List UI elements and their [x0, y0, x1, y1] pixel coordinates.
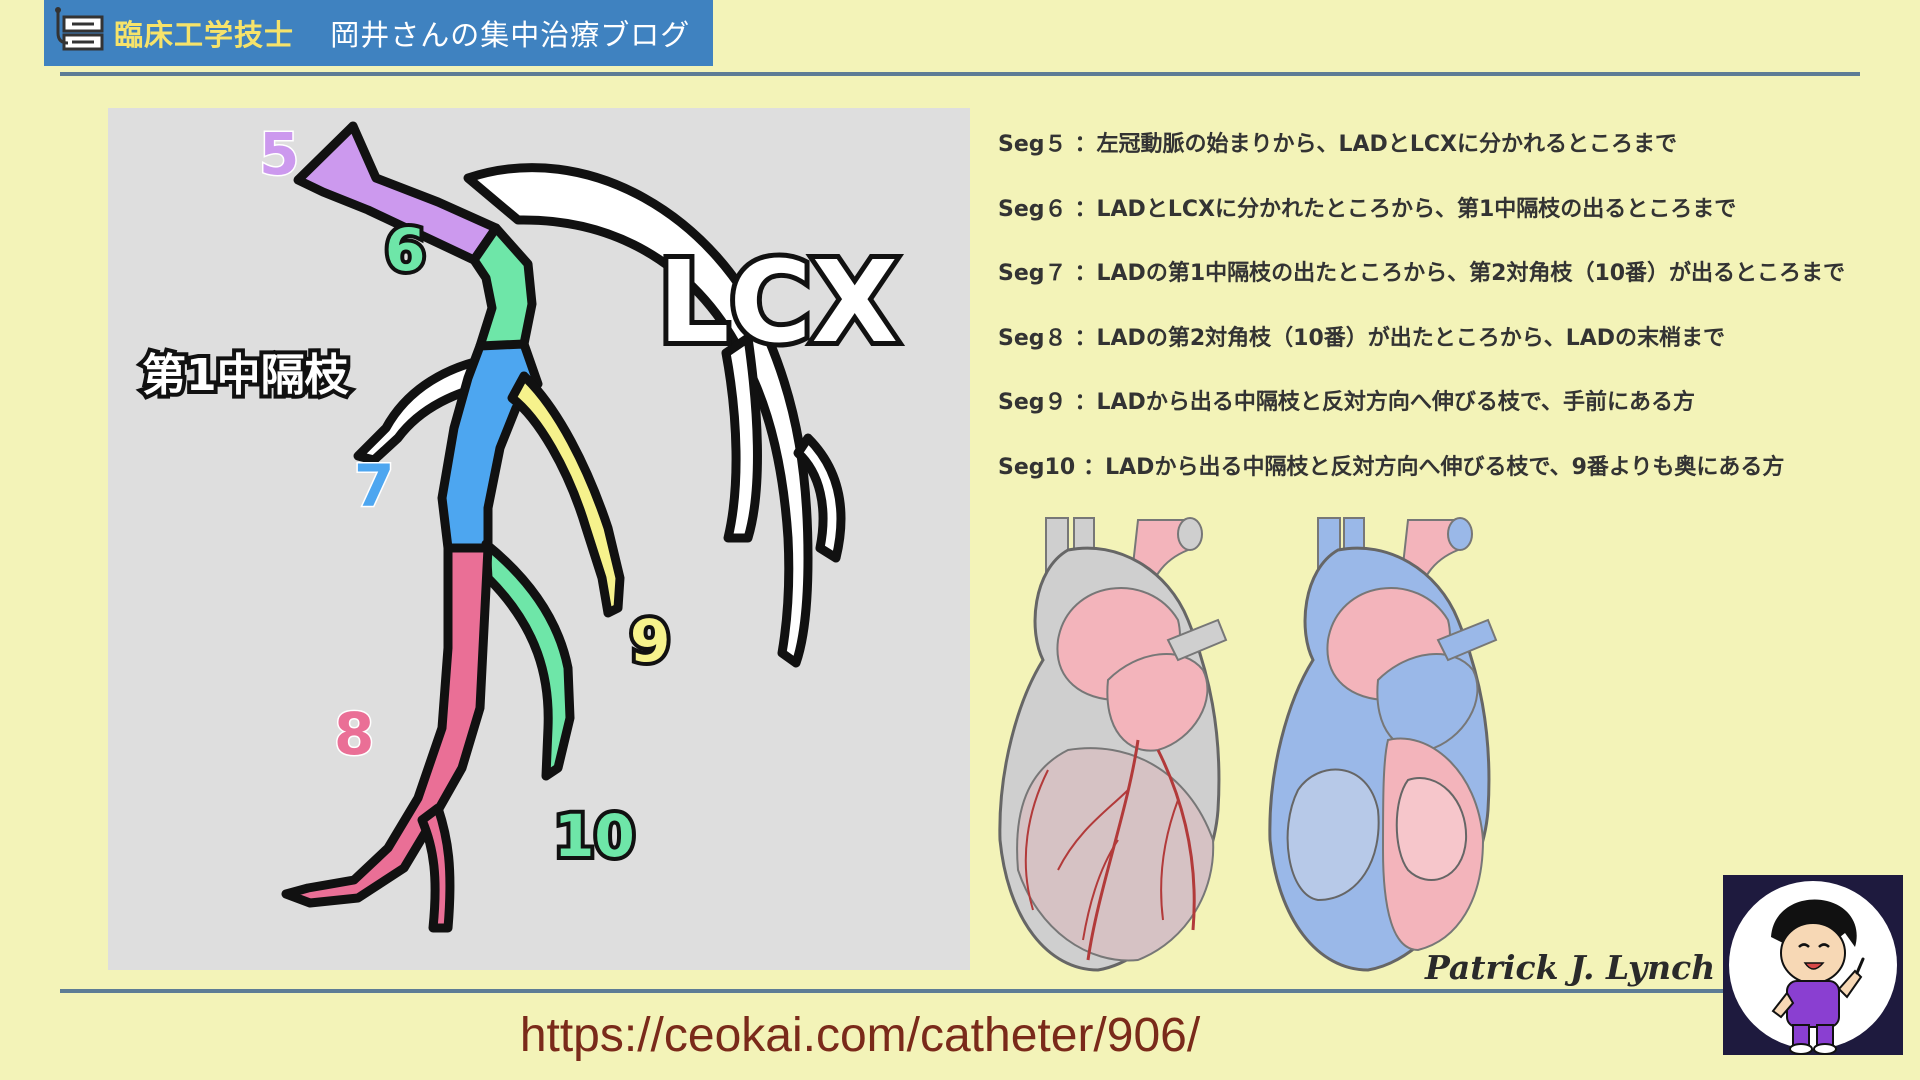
segment-code: Seg10 [998, 454, 1076, 480]
source-url-link[interactable]: https://ceokai.com/catheter/906/ [519, 1009, 1201, 1062]
seg8-vessel [281, 543, 493, 908]
lcx-title: LCX [658, 238, 898, 368]
segment-number-10: 10 [554, 802, 635, 870]
segment-code: Seg８ [998, 325, 1067, 351]
segment-code: Seg９ [998, 390, 1067, 415]
segment-row: Seg９ ：LADから出る中隔枝と反対方向へ伸びる枝で、手前にある方 [998, 384, 1898, 449]
bottom-divider [60, 989, 1860, 993]
first-septal-branch-label: 第1中隔枝 [142, 350, 350, 401]
segment-number-8: 8 [334, 700, 374, 768]
seg10-vessel [481, 539, 575, 781]
segment-code: Seg６ [998, 196, 1067, 222]
segment-number-9: 9 [630, 607, 670, 675]
seg6-vessel [469, 223, 537, 363]
segment-description: ：LADから出る中隔枝と反対方向へ伸びる枝で、9番よりも奥にある方 [1083, 454, 1785, 480]
segment-row: Seg７ ：LADの第1中隔枝の出たところから、第2対角枝（10番）が出るところま… [998, 255, 1898, 320]
heart-illustrations [988, 510, 1518, 984]
banner-title-part1: 臨床工学技士 [114, 18, 295, 52]
segment-code: Seg７ [998, 261, 1067, 286]
segment-number-7: 7 [354, 452, 394, 520]
heart-anterior-illustration [998, 517, 1228, 972]
segment-number-6: 6 [385, 216, 425, 284]
segment-description: ：LADの第1中隔枝の出たところから、第2対角枝（10番）が出るところまで [1074, 261, 1846, 286]
segment-row: Seg10 ：LADから出る中隔枝と反対方向へ伸びる枝で、9番よりも奥にある方 [998, 449, 1898, 514]
illustration-credit: Patrick J. Lynch [1425, 948, 1716, 987]
segment-row: Seg５ ：左冠動脈の始まりから、LADとLCXに分かれるところまで [998, 126, 1898, 191]
banner-title-part2: 岡井さんの集中治療ブログ [330, 18, 691, 52]
top-divider [60, 72, 1860, 76]
coronary-artery-diagram: LCX 5 6 7 8 9 10 第1中隔枝 [108, 108, 970, 970]
segment-description: ：左冠動脈の始まりから、LADとLCXに分かれるところまで [1074, 132, 1677, 157]
segment-definitions: Seg５ ：左冠動脈の始まりから、LADとLCXに分かれるところまで Seg６ ：L… [998, 126, 1898, 513]
lcx-sub-branch-2 [793, 433, 846, 563]
avatar [1723, 875, 1903, 1055]
cartoon-avatar-icon [1729, 881, 1897, 1055]
server-stethoscope-icon [44, 0, 114, 66]
segment-row: Seg８ ：LADの第2対角枝（10番）が出たところから、LADの末梢まで [998, 320, 1898, 385]
lcx-branch [463, 163, 813, 668]
segment-description: ：LADから出る中隔枝と反対方向へ伸びる枝で、手前にある方 [1074, 390, 1695, 415]
segment-row: Seg６ ：LADとLCXに分かれたところから、第1中隔枝の出るところまで [998, 191, 1898, 256]
heart-bloodflow-illustration [1268, 517, 1498, 972]
seg9-vessel [507, 371, 625, 618]
segment-description: ：LADの第2対角枝（10番）が出たところから、LADの末梢まで [1074, 325, 1726, 351]
segment-number-5: 5 [259, 120, 299, 188]
segment-description: ：LADとLCXに分かれたところから、第1中隔枝の出るところまで [1074, 196, 1737, 222]
segment-code: Seg５ [998, 132, 1067, 157]
lcx-sub-branch [721, 333, 762, 543]
seg8-sub-branch [417, 803, 455, 933]
site-banner[interactable]: 臨床工学技士 岡井さんの集中治療ブログ [44, 0, 713, 66]
